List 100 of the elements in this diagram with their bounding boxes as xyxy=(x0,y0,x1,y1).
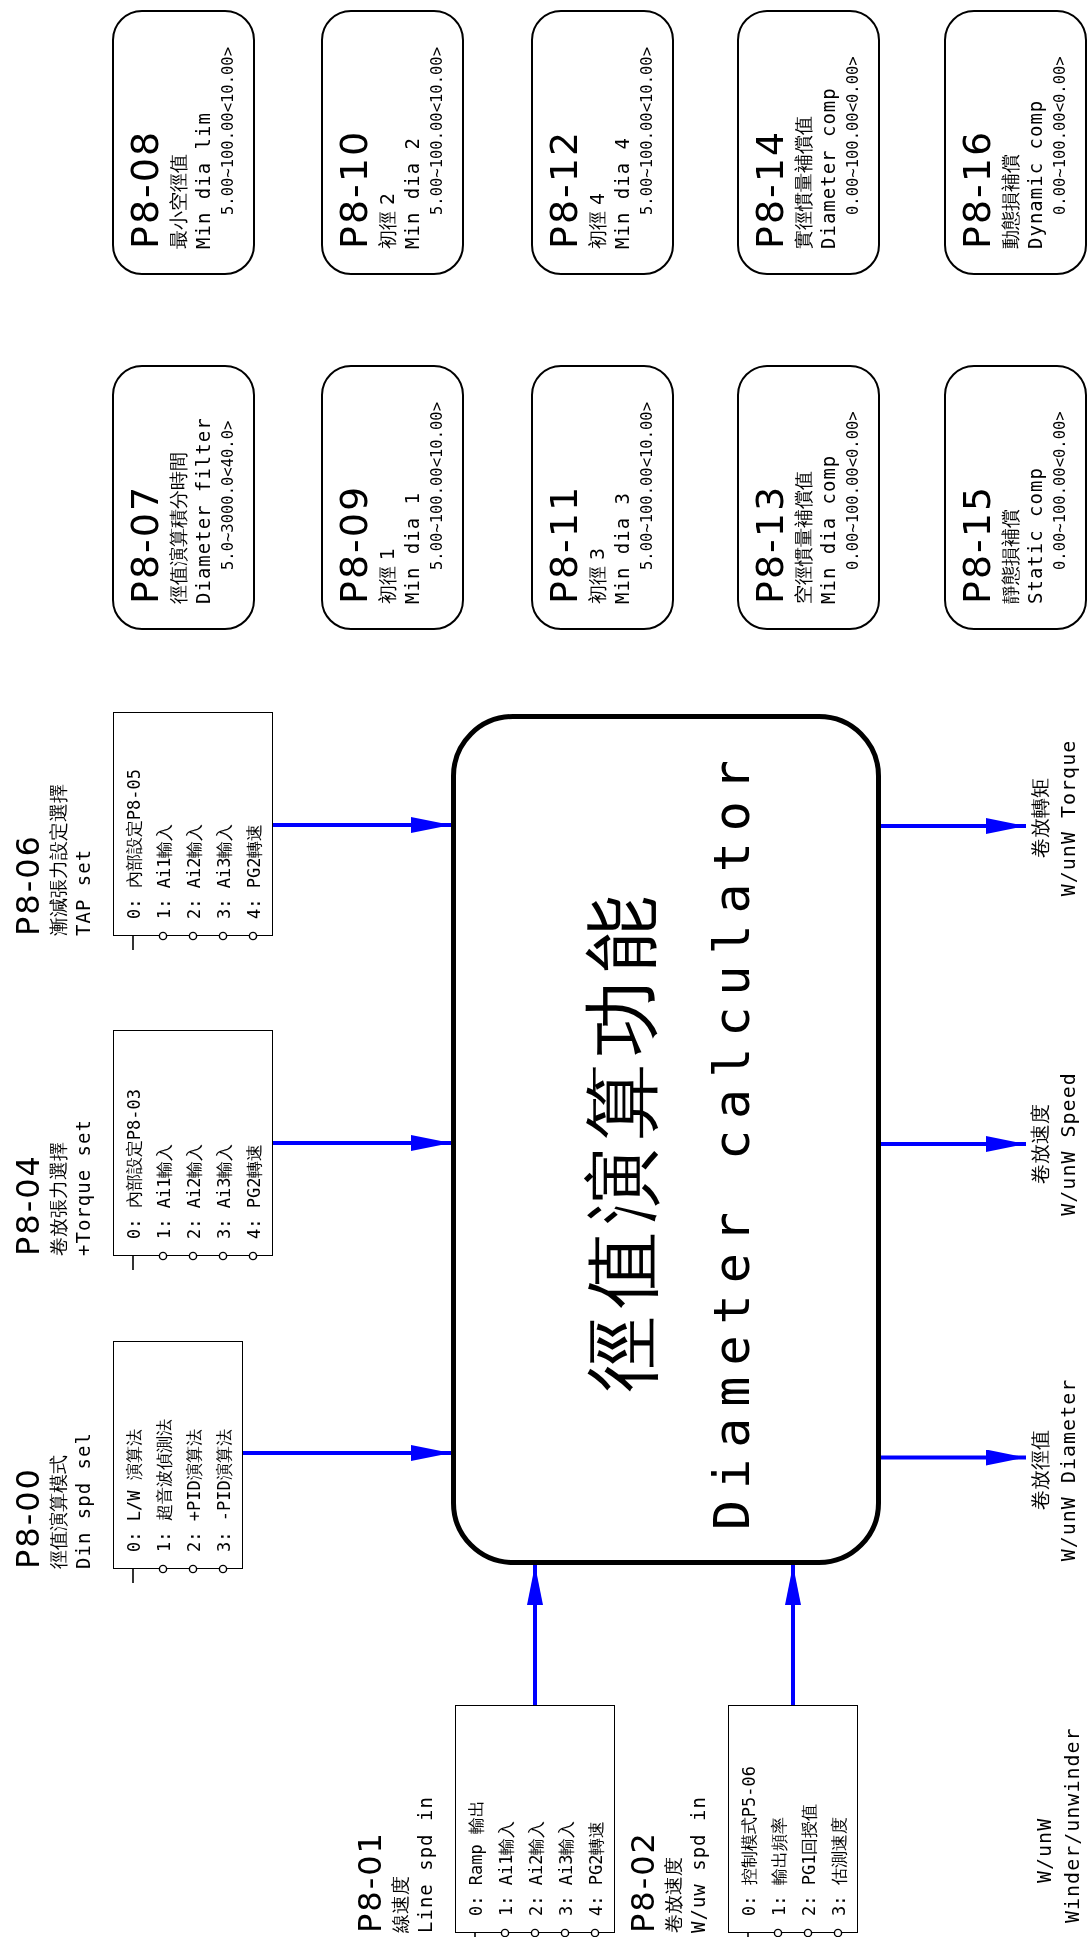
parameter-name: 漸減張力設定選擇 xyxy=(46,784,70,936)
parameter-name: 初徑 4 xyxy=(585,192,609,249)
option-text: 0: 內部設定P8-05 xyxy=(123,769,145,919)
option-text: 2: Ai2輸入 xyxy=(525,1820,547,1916)
option-text: 2: Ai2輸入 xyxy=(183,1143,205,1239)
parameter-code: P8-13 xyxy=(749,484,791,604)
parameter-box xyxy=(737,10,880,275)
parameter-range: 5.00~100.00<10.00> xyxy=(427,402,447,570)
parameter-name: Din spd sel xyxy=(71,1432,95,1569)
arrow xyxy=(881,818,1026,834)
parameter-code: P8-11 xyxy=(543,484,585,604)
arrow xyxy=(273,817,451,833)
parameter-name: Min dia 2 xyxy=(400,137,424,249)
parameter-code: P8-01 xyxy=(352,1831,388,1933)
parameter-box xyxy=(321,365,464,630)
option-text: 1: Ai1輸入 xyxy=(153,1143,175,1239)
parameter-box xyxy=(944,10,1087,275)
parameter-name: +Torque set xyxy=(71,1119,95,1256)
parameter-code: P8-09 xyxy=(333,484,375,604)
option-text: 3: Ai3輸入 xyxy=(213,1143,235,1239)
parameter-name: Min dia 3 xyxy=(610,492,634,604)
block-title: Diameter calculator xyxy=(702,749,761,1530)
option-text: 1: Ai1輸入 xyxy=(153,823,175,919)
option-text: 0: L/W 演算法 xyxy=(123,1429,145,1552)
parameter-name: Min dia comp xyxy=(816,454,840,604)
parameter-name: Dynamic comp xyxy=(1023,99,1047,249)
parameter-name: Min dia lim xyxy=(191,112,215,249)
parameter-name: Min dia 4 xyxy=(610,137,634,249)
function-block xyxy=(451,714,881,1565)
block-title: 徑值演算功能 xyxy=(575,887,667,1392)
option-text: 1: 輸出頻率 xyxy=(768,1817,790,1916)
option-text: 2: PG1回授值 xyxy=(798,1803,820,1916)
parameter-name: 動態損補償 xyxy=(998,154,1022,249)
parameter-name: 初徑 3 xyxy=(585,547,609,604)
parameter-name: 最小空徑值 xyxy=(166,154,190,249)
parameter-name: Line spd in xyxy=(413,1796,437,1933)
parameter-code: P8-04 xyxy=(10,1154,46,1256)
parameter-name: 空徑慣量補償值 xyxy=(791,471,815,604)
parameter-range: 0.00~100.00<0.00> xyxy=(1050,56,1070,215)
note-text: W/unW xyxy=(1031,1817,1057,1883)
parameter-box xyxy=(944,365,1087,630)
output-label: 卷放速度 xyxy=(1027,1104,1053,1184)
parameter-range: 5.00~100.00<10.00> xyxy=(427,47,447,215)
output-label: 卷放轉矩 xyxy=(1027,778,1053,858)
parameter-code: P8-10 xyxy=(333,129,375,249)
parameter-name: 徑值演算模式 xyxy=(46,1455,70,1569)
parameter-range: 0.00~100.00<0.00> xyxy=(1050,411,1070,570)
parameter-name: W/uw spd in xyxy=(686,1796,710,1933)
arrow xyxy=(881,1136,1026,1152)
parameter-name: 實徑慣量補償值 xyxy=(791,116,815,249)
parameter-name: Diameter comp xyxy=(816,87,840,249)
option-text: 2: Ai2輸入 xyxy=(183,823,205,919)
option-text: 0: Ramp 輸出 xyxy=(465,1800,487,1916)
option-text: 0: 控制模式P5-06 xyxy=(738,1766,760,1916)
parameter-box xyxy=(112,10,255,275)
option-text: 4: PG2轉速 xyxy=(243,1143,265,1239)
option-text: 1: 超音波偵測法 xyxy=(153,1419,175,1552)
output-label: W/unW Diameter xyxy=(1055,1378,1081,1562)
parameter-name: Static comp xyxy=(1023,467,1047,604)
parameter-name: 初徑 2 xyxy=(375,192,399,249)
parameter-range: 5.00~100.00<10.00> xyxy=(218,47,238,215)
parameter-name: TAP set xyxy=(71,848,95,936)
parameter-range: 0.00~100.00<0.00> xyxy=(843,411,863,570)
parameter-range: 5.0~3000.0<40.0> xyxy=(218,420,238,570)
arrow xyxy=(243,1445,451,1461)
option-text: 4: PG2轉速 xyxy=(585,1820,607,1916)
arrow xyxy=(527,1565,543,1705)
parameter-range: 0.00~100.00<0.00> xyxy=(843,56,863,215)
parameter-code: P8-16 xyxy=(956,129,998,249)
parameter-name: Diameter filter xyxy=(191,417,215,604)
arrow xyxy=(785,1565,801,1705)
parameter-code: P8-06 xyxy=(10,834,46,936)
arrow xyxy=(273,1135,451,1151)
parameter-range: 5.00~100.00<10.00> xyxy=(637,402,657,570)
option-text: 3: -PID演算法 xyxy=(213,1429,235,1552)
output-label: W/unW Torque xyxy=(1055,739,1081,897)
parameter-name: 線速度 xyxy=(388,1876,412,1933)
parameter-code: P8-14 xyxy=(749,129,791,249)
parameter-name: 徑值演算積分時間 xyxy=(166,452,190,604)
parameter-box xyxy=(531,10,674,275)
parameter-code: P8-02 xyxy=(625,1831,661,1933)
parameter-code: P8-07 xyxy=(124,484,166,604)
output-label: 卷放徑值 xyxy=(1027,1430,1053,1510)
parameter-box xyxy=(531,365,674,630)
option-text: 3: Ai3輸入 xyxy=(555,1820,577,1916)
parameter-name: 初徑 1 xyxy=(375,547,399,604)
parameter-name: 卷放速度 xyxy=(661,1857,685,1933)
parameter-box xyxy=(737,365,880,630)
option-text: 2: +PID演算法 xyxy=(183,1429,205,1552)
parameter-code: P8-12 xyxy=(543,129,585,249)
parameter-name: 靜態損補償 xyxy=(998,509,1022,604)
parameter-range: 5.00~100.00<10.00> xyxy=(637,47,657,215)
parameter-code: P8-00 xyxy=(10,1467,46,1569)
note-text: Winder/unwinder xyxy=(1059,1727,1085,1923)
parameter-name: 卷放張力選擇 xyxy=(46,1142,70,1256)
parameter-name: Min dia 1 xyxy=(400,492,424,604)
option-text: 3: 估測速度 xyxy=(828,1817,850,1916)
parameter-code: P8-08 xyxy=(124,129,166,249)
option-text: 4: PG2轉速 xyxy=(243,823,265,919)
option-text: 3: Ai3輸入 xyxy=(213,823,235,919)
